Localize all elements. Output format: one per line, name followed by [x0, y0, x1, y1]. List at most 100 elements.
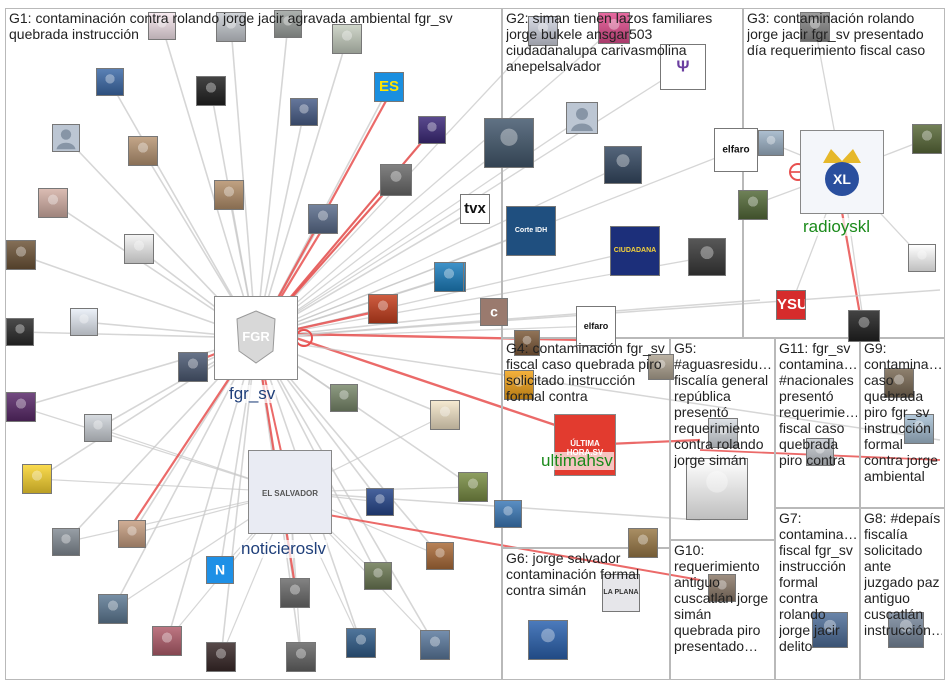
node-ysu[interactable]: YSU — [776, 290, 806, 320]
node-avatar-g1-z[interactable] — [426, 542, 454, 570]
node-avatar-g1-t[interactable] — [84, 414, 112, 442]
node-default-avatar-1[interactable] — [52, 124, 80, 152]
node-avatar-g1-a[interactable] — [216, 12, 246, 42]
group-g5-box: G5: #aguasresidu… fiscalía general repúb… — [670, 338, 775, 540]
node-avatar-g1-m[interactable] — [6, 240, 36, 270]
node-avatar-g4-b[interactable] — [648, 354, 674, 380]
node-avatar-g1-h[interactable] — [128, 136, 158, 166]
node-avatar-g1-k[interactable] — [214, 180, 244, 210]
node-avatar-g1-e[interactable] — [196, 76, 226, 106]
node-es[interactable]: ES — [374, 72, 404, 102]
node-radioyskl[interactable]: XL — [800, 130, 884, 214]
node-avatar-g2-e[interactable] — [434, 262, 464, 292]
node-avatar-g1-ae[interactable] — [206, 642, 236, 672]
node-cross[interactable] — [758, 130, 784, 156]
node-avatar-g2-f[interactable] — [514, 330, 540, 356]
node-avatar-g10-a[interactable] — [708, 574, 736, 602]
node-ysu-text: YSU — [777, 296, 806, 313]
node-tvx[interactable]: tvx — [460, 194, 490, 224]
profile-photo — [485, 119, 533, 167]
node-sv-seal[interactable] — [686, 458, 748, 520]
node-rainbow-logo[interactable] — [598, 12, 630, 44]
profile-photo — [7, 241, 35, 269]
node-avatar-g1-y[interactable] — [366, 488, 394, 516]
node-avatar-g1-f[interactable] — [290, 98, 318, 126]
label-noticieroslv: noticieroslv — [240, 539, 328, 558]
node-avatar-g3-c[interactable] — [738, 190, 768, 220]
label-radioyskl: radioyskl — [802, 217, 872, 236]
node-avatar-g1-ad[interactable] — [152, 626, 182, 656]
node-avatar-g3-d[interactable] — [848, 310, 880, 342]
node-avatar-g1-w[interactable] — [52, 528, 80, 556]
node-n[interactable]: N — [206, 556, 234, 584]
node-snoopy[interactable] — [124, 234, 154, 264]
node-c[interactable]: c — [480, 298, 508, 326]
node-elfaro-2-text: elfaro — [583, 321, 609, 331]
node-avatar-g1-u[interactable] — [430, 400, 460, 430]
node-avatar-g2-c[interactable] — [604, 146, 642, 184]
node-avatar-g1-ai[interactable] — [494, 500, 522, 528]
group-g6-box: G6: jorge salvador contaminación formal … — [502, 548, 670, 680]
node-avatar-g9-a[interactable] — [884, 368, 914, 398]
node-elfaro-1[interactable]: elfaro — [714, 128, 758, 172]
node-avatar-g1-ac[interactable] — [364, 562, 392, 590]
node-avatar-g9-b[interactable] — [904, 414, 934, 444]
node-ciudadana[interactable]: CIUDADANA — [610, 226, 660, 276]
profile-photo — [71, 309, 97, 335]
node-psi[interactable]: Ψ — [660, 44, 706, 90]
node-avatar-g1-j[interactable] — [38, 188, 68, 218]
node-avatar-g1-af[interactable] — [286, 642, 316, 672]
node-avatar-g1-i[interactable] — [380, 164, 412, 196]
node-avatar-g3-a[interactable] — [800, 12, 830, 42]
node-homer[interactable] — [22, 464, 52, 494]
node-avatar-g1-x[interactable] — [118, 520, 146, 548]
node-avatar-g3-b[interactable] — [912, 124, 942, 154]
node-avatar-g1-g[interactable] — [418, 116, 446, 144]
node-avatar-g1-b[interactable] — [274, 10, 302, 38]
node-avatar-g5-a[interactable] — [708, 418, 738, 448]
person-icon — [56, 129, 76, 150]
node-avatar-g1-aa[interactable] — [98, 594, 128, 624]
node-default-avatar-2[interactable] — [566, 102, 598, 134]
profile-photo — [495, 501, 521, 527]
group-g10-label: G10: requerimiento antiguo cuscatlán jor… — [674, 542, 772, 654]
edge — [255, 337, 941, 441]
profile-photo — [179, 353, 207, 381]
node-avatar-g1-p[interactable] — [6, 318, 34, 346]
node-avatar-g7-a[interactable] — [812, 612, 848, 648]
node-avatar-g1-ab[interactable] — [280, 578, 310, 608]
node-avatar-g8-a[interactable] — [888, 612, 924, 648]
node-avatar-g2-a[interactable] — [528, 16, 558, 46]
fgr-logo-text: FGR — [242, 329, 270, 344]
node-avatar-g1-d[interactable] — [96, 68, 124, 96]
group-g3-label: G3: contaminación rolando jorge jacir fg… — [747, 10, 928, 58]
node-venus-symbol[interactable] — [148, 12, 176, 40]
node-fgr_sv[interactable]: FGR — [214, 296, 298, 380]
profile-photo — [801, 13, 829, 41]
node-avatar-g1-q[interactable] — [178, 352, 208, 382]
profile-photo — [687, 459, 747, 519]
node-avatar-g1-r[interactable] — [6, 392, 36, 422]
node-avatar-g2-d[interactable] — [688, 238, 726, 276]
node-laplana[interactable]: LA PLANA — [602, 574, 640, 612]
node-avatar-g1-s[interactable] — [330, 384, 358, 412]
node-avatar-g2-b[interactable] — [484, 118, 534, 168]
profile-photo — [53, 529, 79, 555]
node-es-text: ES — [378, 78, 399, 95]
node-corteidh[interactable]: Corte IDH — [506, 206, 556, 256]
node-scales[interactable] — [908, 244, 936, 272]
node-elfaro-2[interactable]: elfaro — [576, 306, 616, 346]
node-avatar-g1-c[interactable] — [332, 24, 362, 54]
node-avatar-g6-b[interactable] — [528, 620, 568, 660]
node-avatar-g1-ah[interactable] — [420, 630, 450, 660]
node-avatar-g1-l[interactable] — [308, 204, 338, 234]
node-avatar-g11-a[interactable] — [806, 438, 834, 466]
node-avatar-g1-o[interactable] — [368, 294, 398, 324]
node-avatar-g1-ag[interactable] — [346, 628, 376, 658]
node-noticieroslv[interactable]: EL SALVADOR — [248, 450, 332, 534]
node-avatar-g1-v[interactable] — [458, 472, 488, 502]
node-seal-1[interactable] — [70, 308, 98, 336]
node-avatar-g6-a[interactable] — [628, 528, 658, 558]
profile-photo — [281, 579, 309, 607]
node-avatar-g4-a[interactable] — [504, 370, 534, 400]
